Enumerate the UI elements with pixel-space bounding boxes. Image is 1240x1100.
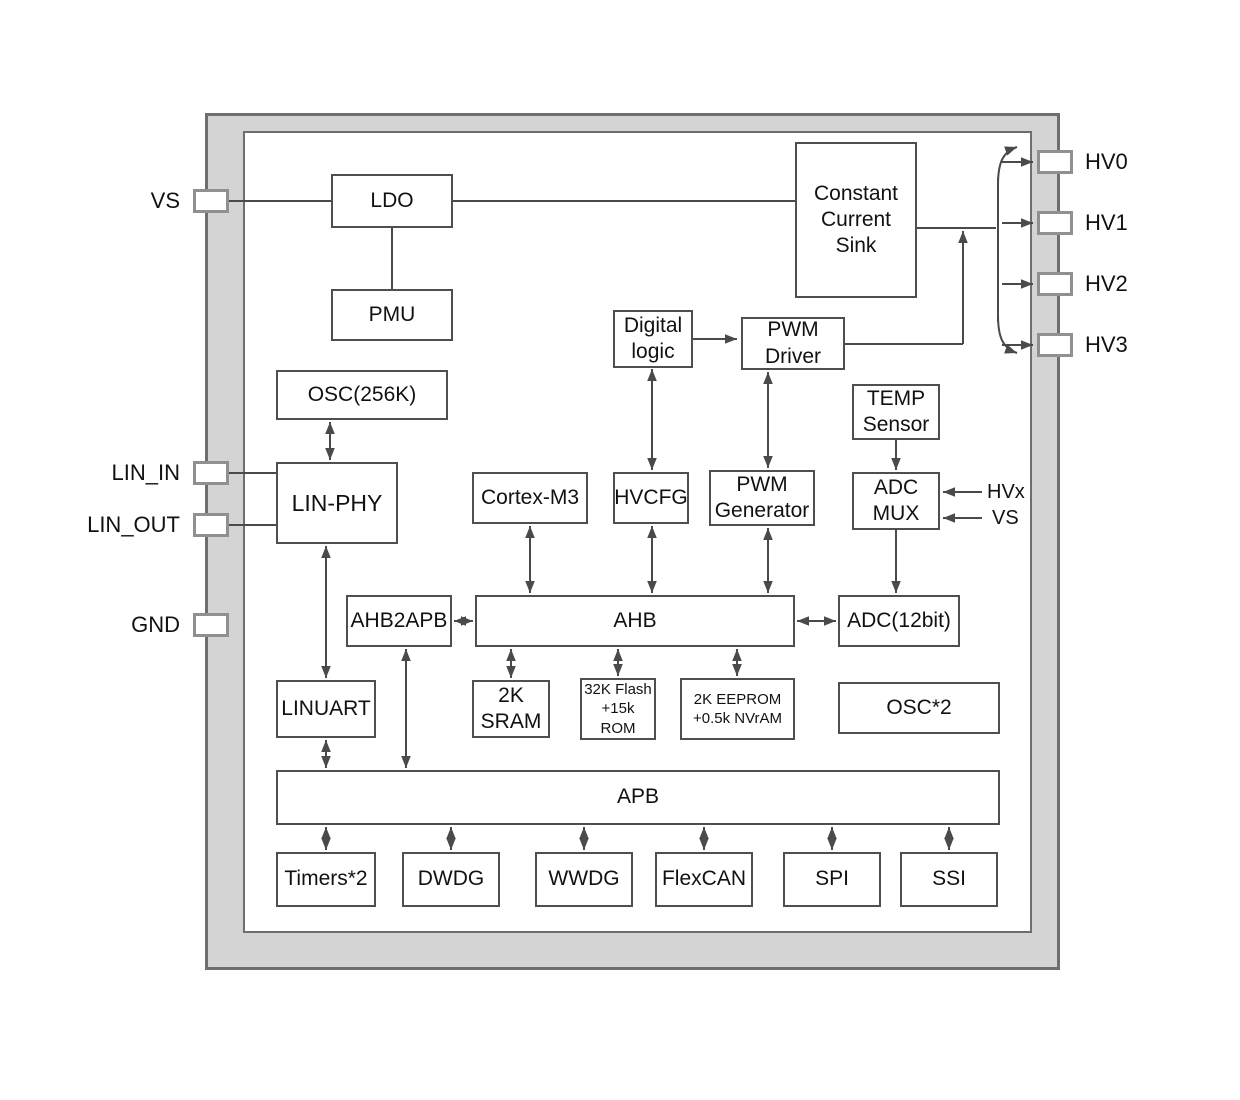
- block-timers-x2: Timers*2: [276, 852, 376, 907]
- block-hvcfg: HVCFG: [613, 472, 689, 524]
- block-adc-mux: ADC MUX: [852, 472, 940, 530]
- signal-label-vs-adc: VS: [992, 507, 1019, 529]
- block-osc-x2: OSC*2: [838, 682, 1000, 734]
- pin-vs: [193, 189, 229, 213]
- block-lin-phy: LIN-PHY: [276, 462, 398, 544]
- pin-label-lin-in: LIN_IN: [111, 460, 180, 485]
- block-adc-12bit: ADC(12bit): [838, 595, 960, 647]
- block-ldo: LDO: [331, 174, 453, 228]
- pin-label-lin-out: LIN_OUT: [87, 512, 180, 537]
- block-osc-256k: OSC(256K): [276, 370, 448, 420]
- pin-hv3: [1037, 333, 1073, 357]
- block-dwdg: DWDG: [402, 852, 500, 907]
- block-spi: SPI: [783, 852, 881, 907]
- block-apb: APB: [276, 770, 1000, 825]
- pin-label-gnd: GND: [131, 612, 180, 637]
- pin-hv0: [1037, 150, 1073, 174]
- pin-gnd: [193, 613, 229, 637]
- block-pmu: PMU: [331, 289, 453, 341]
- pin-label-vs: VS: [150, 188, 180, 213]
- block-pwm-driver: PWM Driver: [741, 317, 845, 370]
- block-cortex-m3: Cortex-M3: [472, 472, 588, 524]
- block-digital-logic: Digital logic: [613, 310, 693, 368]
- block-linuart: LINUART: [276, 680, 376, 738]
- block-wwdg: WWDG: [535, 852, 633, 907]
- block-constant-current-sink: Constant Current Sink: [795, 142, 917, 298]
- hv-selector-bottom-hook: [997, 314, 1018, 354]
- pin-label-hv1: HV1: [1085, 210, 1128, 235]
- block-flexcan: FlexCAN: [655, 852, 753, 907]
- block-temp-sensor: TEMP Sensor: [852, 384, 940, 440]
- pin-hv2: [1037, 272, 1073, 296]
- pin-lin-in: [193, 461, 229, 485]
- pin-lin-out: [193, 513, 229, 537]
- pin-label-hv3: HV3: [1085, 332, 1128, 357]
- pin-hv1: [1037, 211, 1073, 235]
- block-ssi: SSI: [900, 852, 998, 907]
- hv-selector-top-hook: [997, 146, 1018, 186]
- block-32k-flash: 32K Flash +15k ROM: [580, 678, 656, 740]
- pin-label-hv2: HV2: [1085, 271, 1128, 296]
- pin-label-hv0: HV0: [1085, 149, 1128, 174]
- block-ahb: AHB: [475, 595, 795, 647]
- block-ahb2apb: AHB2APB: [346, 595, 452, 647]
- block-pwm-generator: PWM Generator: [709, 470, 815, 526]
- block-2k-sram: 2K SRAM: [472, 680, 550, 738]
- block-2k-eeprom: 2K EEPROM +0.5k NVrAM: [680, 678, 795, 740]
- signal-label-hvx: HVx: [987, 481, 1025, 503]
